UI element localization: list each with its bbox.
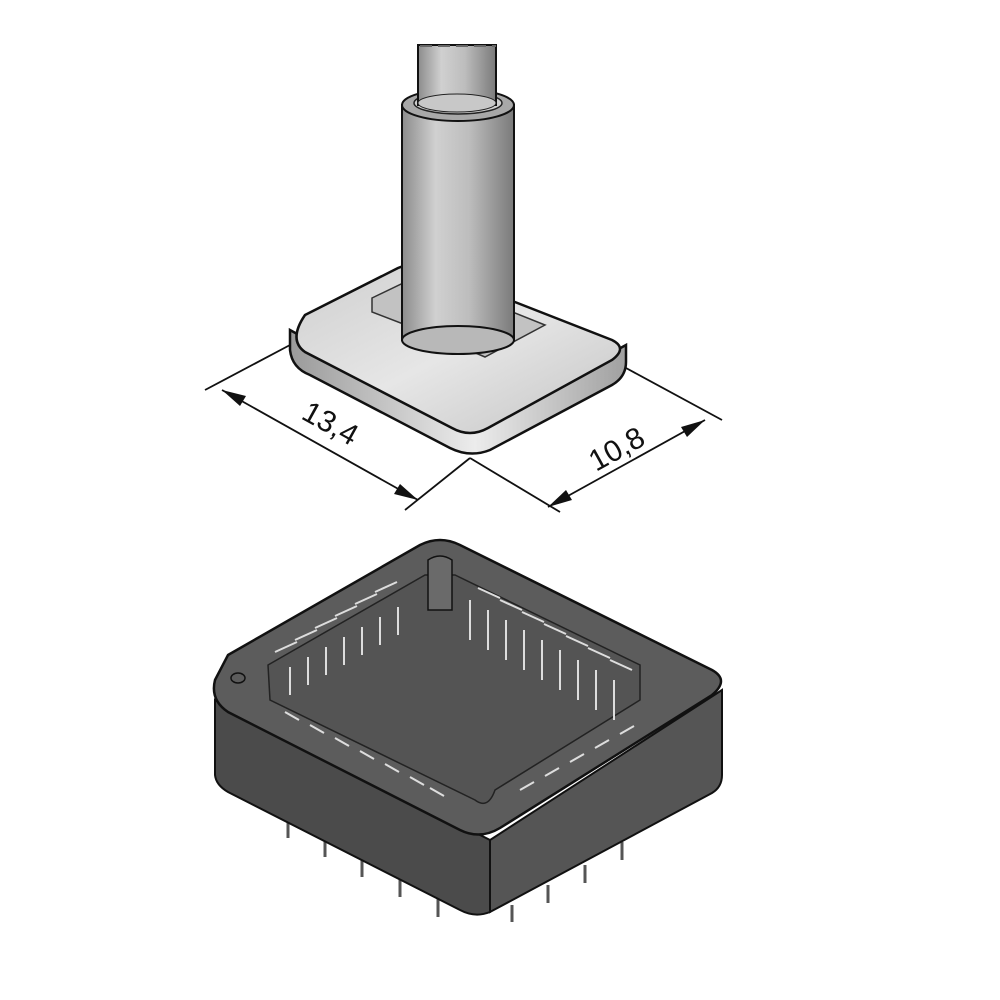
dimension-length-label: 13,4: [297, 395, 364, 452]
contact-slots: [274, 581, 635, 797]
dimension-lines: [204, 344, 723, 513]
plcc-socket: [212, 538, 723, 922]
dimension-arrows: [222, 390, 705, 507]
socket-side-right: [489, 688, 723, 914]
nozzle-outer-tube: [401, 104, 515, 341]
nozzle: [288, 44, 628, 455]
pin1-marker: [230, 672, 246, 684]
socket-key-post: [427, 555, 453, 611]
